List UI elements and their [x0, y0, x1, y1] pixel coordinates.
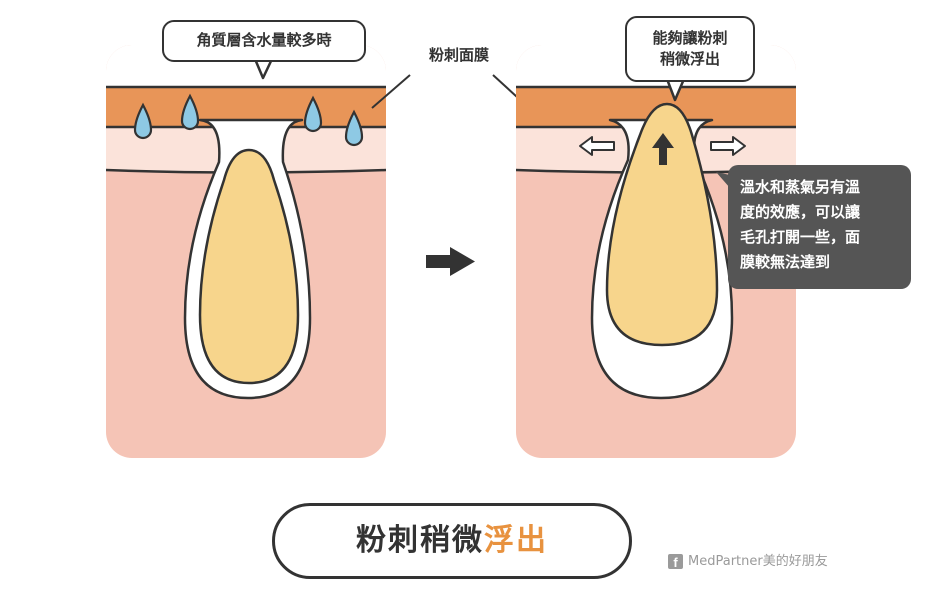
right-bubble-tail [665, 78, 686, 102]
water-droplet-icon [303, 95, 323, 133]
right-speech-bubble: 能夠讓粉刺 稍微浮出 [625, 16, 755, 82]
arrow-right-icon [426, 247, 475, 276]
left-speech-bubble: 角質層含水量較多時 [162, 20, 366, 62]
title-main-text: 粉刺稍微 [356, 523, 484, 558]
mask-pointer-left [371, 74, 411, 109]
mask-label: 粉刺面膜 [428, 46, 489, 64]
arrow-up-icon [652, 133, 674, 165]
note-line: 度的效應，可以讓 [740, 203, 861, 221]
note-line: 毛孔打開一些，面 [740, 228, 861, 246]
title-accent-text: 浮出 [484, 523, 548, 558]
source-credit: f MedPartner美的好朋友 [668, 552, 828, 572]
note-line: 膜較無法達到 [740, 253, 831, 271]
facebook-icon: f [668, 554, 683, 570]
credit-text: MedPartner美的好朋友 [688, 554, 828, 569]
right-bubble-line-1: 能夠讓粉刺 [652, 29, 728, 47]
water-droplet-icon [344, 109, 364, 147]
left-bubble-tail [253, 58, 274, 80]
arrow-left-outline-icon [579, 136, 615, 156]
right-sebum-plug [605, 102, 719, 347]
arrow-right-outline-icon [710, 136, 746, 156]
note-pointer [716, 172, 730, 188]
left-bubble-text: 角質層含水量較多時 [196, 31, 332, 49]
water-droplet-icon [180, 93, 200, 131]
water-droplet-icon [133, 102, 153, 140]
right-bubble-line-2: 稍微浮出 [659, 50, 720, 68]
left-sebum-plug [198, 148, 300, 385]
explanation-note: 溫水和蒸氣另有溫 度的效應，可以讓 毛孔打開一些，面 膜較無法達到 [728, 165, 911, 289]
diagram-title: 粉刺稍微浮出 [272, 503, 632, 579]
note-line: 溫水和蒸氣另有溫 [740, 178, 861, 196]
